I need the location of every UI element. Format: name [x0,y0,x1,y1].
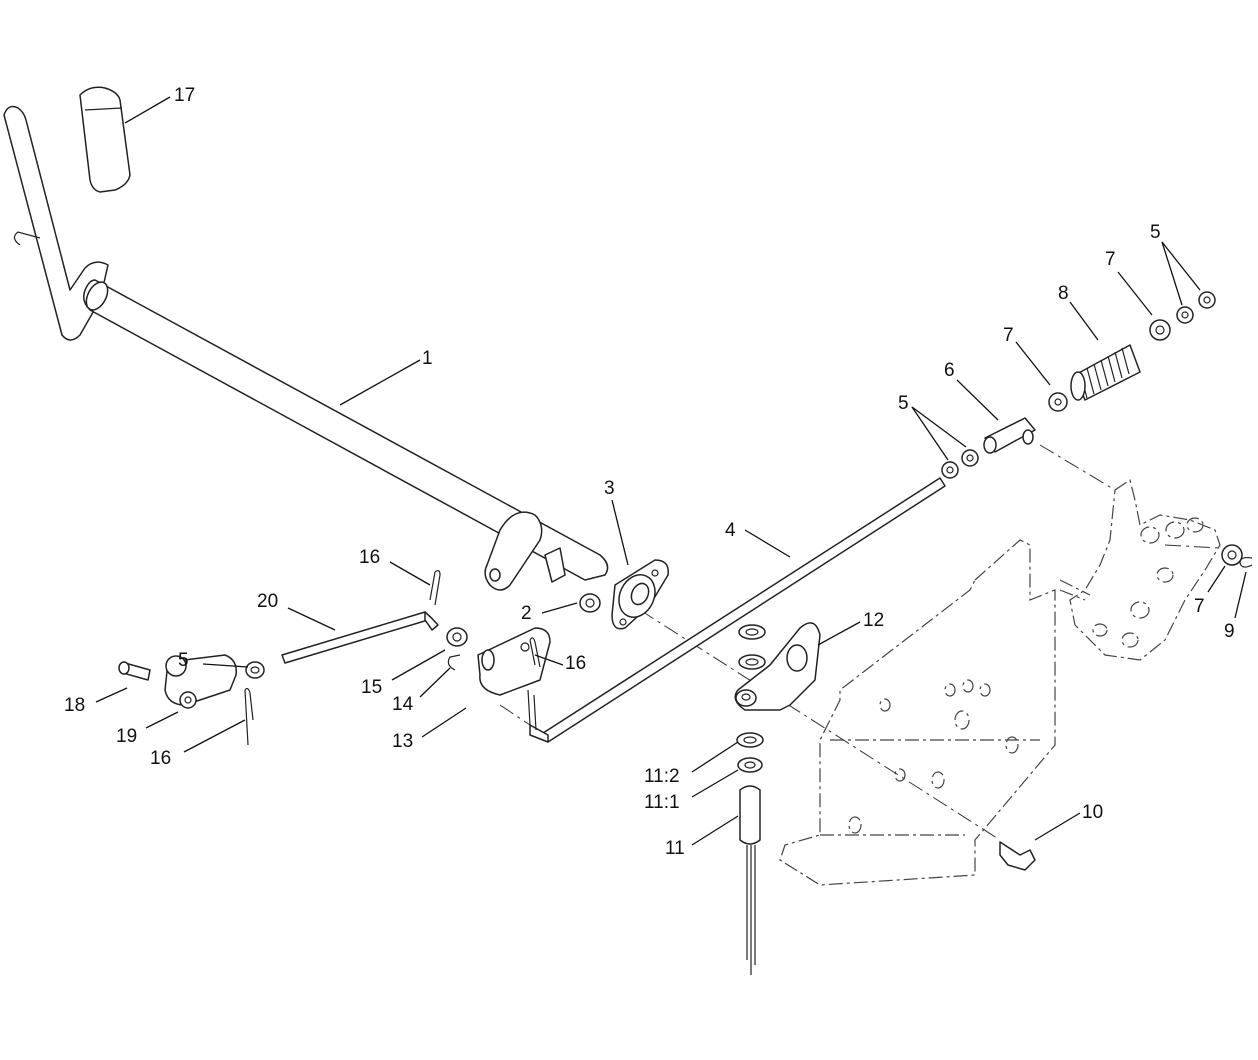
callout-16-bottom: 16 [150,748,171,769]
e-clip-part-14 [447,654,461,671]
callout-11-1: 11:1 [644,792,680,813]
nut-part-5-rod-d [1198,291,1216,309]
callout-20: 20 [257,591,278,612]
washer-part-7-b [1149,319,1171,341]
callout-19: 19 [116,726,137,747]
lock-washer-upper [738,654,766,670]
callout-15: 15 [361,677,382,698]
hairpin-clip-part-16-c [244,687,254,746]
pedal-pad-part-17 [79,86,131,193]
callout-1: 1 [422,348,433,369]
leader-lines [95,96,1247,846]
jam-nut-upper [738,624,766,640]
washer-part-7-a [1048,392,1068,412]
link-rod-part-20 [281,611,439,664]
callout-9: 9 [1224,621,1235,642]
clevis-part-19 [164,654,238,709]
callout-16-mid: 16 [565,653,586,674]
bolt-part-10 [999,841,1036,871]
callout-14: 14 [392,694,414,715]
spring-part-8 [1070,344,1141,401]
callout-11-2: 11:2 [644,766,680,787]
jam-nut-part-11-1 [737,757,763,773]
callout-10: 10 [1082,802,1103,823]
washer-part-7-c [1221,544,1243,566]
switch-bracket-part-13 [477,627,551,696]
callout-3: 3 [604,478,615,499]
nut-part-2 [579,593,601,613]
bushing-part-15 [446,627,468,647]
callout-5-rod: 5 [898,393,909,414]
callout-7-right: 7 [1194,596,1205,617]
lock-washer-part-11-2 [736,732,764,748]
trunnion-part-6 [983,417,1036,454]
callout-16-top: 16 [359,547,380,568]
callout-17: 17 [174,85,195,106]
hydro-linkage-ghost [1059,479,1221,661]
callout-11: 11 [665,838,685,859]
hairpin-clip-part-16-b [529,637,541,668]
callout-8: 8 [1058,283,1069,304]
flange-bearing-part-3 [611,559,669,630]
callout-labels: 17 1 3 4 2 16 20 5 15 14 13 16 18 19 16 … [64,85,1235,859]
callout-7-rod: 7 [1003,325,1014,346]
callout-4: 4 [725,520,736,541]
control-rod-part-4 [527,477,946,743]
callout-7-upper: 7 [1105,249,1116,270]
clip-part-9 [1239,556,1253,568]
assembly-axis-lines [499,444,1221,841]
callout-2: 2 [521,603,532,624]
switch-mount-bracket-part-12 [734,622,821,711]
nut-part-5-rod-b [961,449,979,467]
callout-12: 12 [863,610,884,631]
callout-6: 6 [944,360,955,381]
clevis-pin-part-18 [118,661,151,681]
pedal-shaft-part-1 [3,105,609,591]
frame-plate-ghost [779,539,1056,886]
callout-5-left: 5 [178,650,189,671]
nut-part-5-rod-c [1176,306,1194,324]
nut-part-5-left [245,661,265,679]
safety-switch-part-11 [739,785,761,975]
nut-part-5-rod-a [941,461,959,479]
callout-18: 18 [64,695,85,716]
hairpin-clip-part-16-a [429,569,441,606]
callout-5-upper: 5 [1150,222,1161,243]
callout-13: 13 [392,731,413,752]
